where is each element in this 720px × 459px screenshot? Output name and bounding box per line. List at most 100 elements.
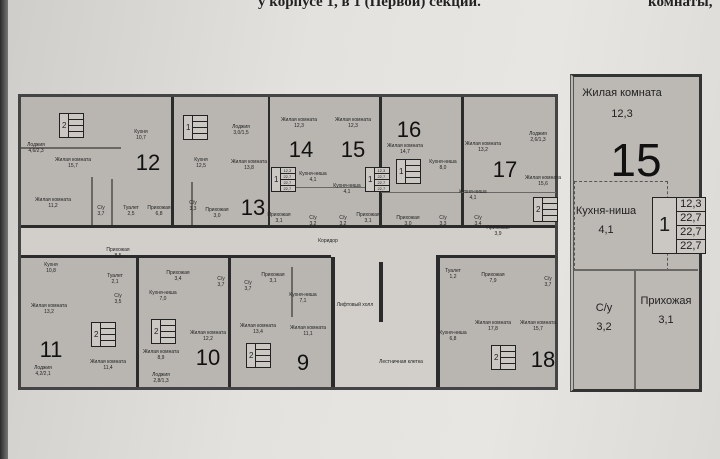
area-table: 1 [396, 159, 422, 184]
room-name: Прихожая [147, 205, 171, 211]
room-name: Жилая комната [142, 349, 180, 355]
area-value [101, 335, 116, 341]
area-value [193, 134, 207, 139]
area-value: 22,7 [375, 180, 390, 186]
room-name: Жилая комната [54, 157, 92, 163]
area-value [501, 358, 516, 364]
apartment-number: 13 [240, 195, 266, 220]
area-values [543, 198, 558, 221]
room-area: 13,8 [244, 165, 254, 171]
room-area: 3,9 [494, 231, 502, 237]
room-area: 3,5 [114, 299, 122, 305]
area-value [193, 116, 208, 122]
wall [136, 257, 139, 387]
room-name: Жилая комната [524, 175, 562, 181]
room-area: 3,1 [269, 278, 277, 284]
area-value [543, 198, 558, 204]
room-label: Кухня-ниша 4,1 [576, 205, 636, 237]
area-value [161, 338, 175, 343]
room-name: Жилая комната [34, 197, 72, 203]
wall [171, 97, 174, 227]
room-area: 3,1 [275, 218, 283, 224]
room-name: Кухня [134, 129, 148, 135]
room-area: 3,2 [339, 221, 347, 227]
room-area: 3,7 [97, 211, 105, 217]
room-name: Лоджия [529, 131, 547, 137]
room-area: 3,4 [174, 276, 182, 282]
wall [436, 257, 440, 387]
room-name: Кухня-ниша [575, 205, 637, 217]
area-value [256, 344, 271, 350]
room-area: 1,2 [449, 274, 457, 280]
room-area: 12,2 [203, 336, 213, 342]
room-name: С/у [244, 280, 252, 286]
area-value: 12,3 [375, 168, 390, 174]
room-area: 6,8 [155, 211, 163, 217]
room-name: С/у [474, 215, 482, 221]
room-name: С/у [217, 276, 225, 282]
area-value [161, 326, 176, 332]
room-area: 13,2 [478, 147, 488, 153]
room-name: Жилая комната [30, 303, 68, 309]
room-area: 2,8/1,3 [153, 378, 169, 384]
room-area: 4,2/2,1 [35, 371, 51, 377]
room-area: 2,1 [111, 279, 119, 285]
area-value: 22,7 [677, 212, 705, 226]
area-value [501, 352, 516, 358]
area-value [543, 210, 558, 216]
room-area: 15,7 [68, 163, 78, 169]
room-area: 13,2 [44, 309, 54, 315]
room-area: 3,1 [364, 218, 372, 224]
room-name: Жилая комната [582, 87, 662, 99]
room-name: Прихожая [106, 247, 130, 253]
area-value [69, 114, 84, 120]
room-area: 12,5 [196, 163, 206, 169]
room-area: 4,1 [598, 224, 614, 236]
room-name: Кухня-ниша [299, 171, 327, 177]
room-area: 11,4 [103, 365, 113, 371]
room-area: 3,7 [244, 286, 252, 292]
apartment-number: 16 [396, 117, 422, 142]
room-name: С/у [339, 215, 347, 221]
room-name: Жилая комната [289, 325, 327, 331]
apartment-number: 11 [39, 337, 63, 362]
area-table: 1 [183, 115, 209, 140]
room-name: Жилая комната [334, 117, 372, 123]
room-area: 4,1 [309, 177, 317, 183]
room-name: Кухня-ниша [439, 330, 467, 336]
room-area: 15,7 [533, 326, 543, 332]
apartment-number: 18 [530, 347, 556, 372]
room-name: Туалет [445, 268, 461, 274]
room-name: Жилая комната [519, 320, 557, 326]
room-name: Жилая комната [189, 330, 227, 336]
room-count: 1 [272, 168, 282, 191]
room-name: Лоджия [232, 124, 250, 130]
partition [91, 177, 93, 225]
room-name: Жилая комната [474, 320, 512, 326]
partition [111, 179, 113, 225]
room-area: 4,1 [469, 195, 477, 201]
